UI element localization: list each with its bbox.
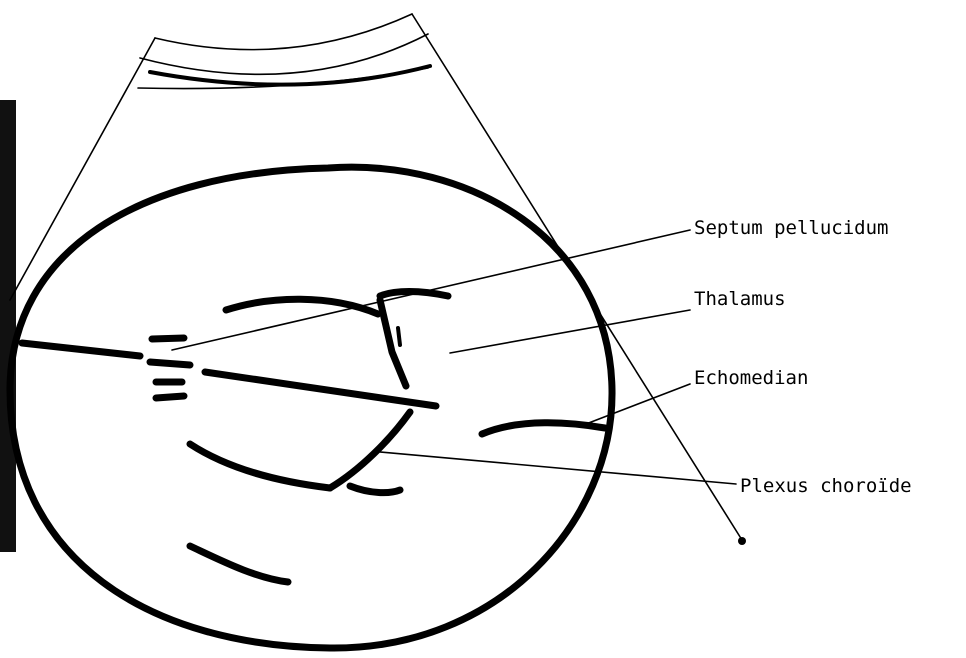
plexus-diagonal [330, 412, 410, 488]
sector-left-edge [10, 38, 155, 300]
thalamus-leader [450, 310, 690, 353]
thalamus-label: Thalamus [694, 288, 786, 310]
plexus-tail [350, 486, 400, 493]
septum-mark-1 [152, 338, 184, 339]
probe-arc-top [155, 14, 412, 50]
upper-ventricle-arc [226, 299, 378, 314]
echomedian-leader [586, 384, 690, 424]
plexus-leader [380, 452, 736, 484]
callout-leaders [172, 230, 736, 484]
probe-sector [10, 14, 746, 545]
plexus-lower-arc [190, 444, 330, 488]
septum-label: Septum pellucidum [694, 217, 888, 239]
midline-segment-1 [22, 343, 140, 356]
sector-end-dot [738, 537, 746, 545]
echomedian-label: Echomedian [694, 367, 808, 389]
plexus-label: Plexus choroïde [740, 475, 912, 497]
septum-mark-3 [156, 396, 184, 398]
skull-outline [10, 167, 612, 648]
probe-arc-2 [140, 34, 428, 74]
septum-marks [152, 338, 184, 398]
midline-echo [22, 343, 436, 406]
thalamus-notch [398, 328, 400, 345]
thalamus-vertical [380, 300, 406, 386]
lower-structure [190, 546, 288, 582]
midline-segment-2 [150, 362, 190, 365]
